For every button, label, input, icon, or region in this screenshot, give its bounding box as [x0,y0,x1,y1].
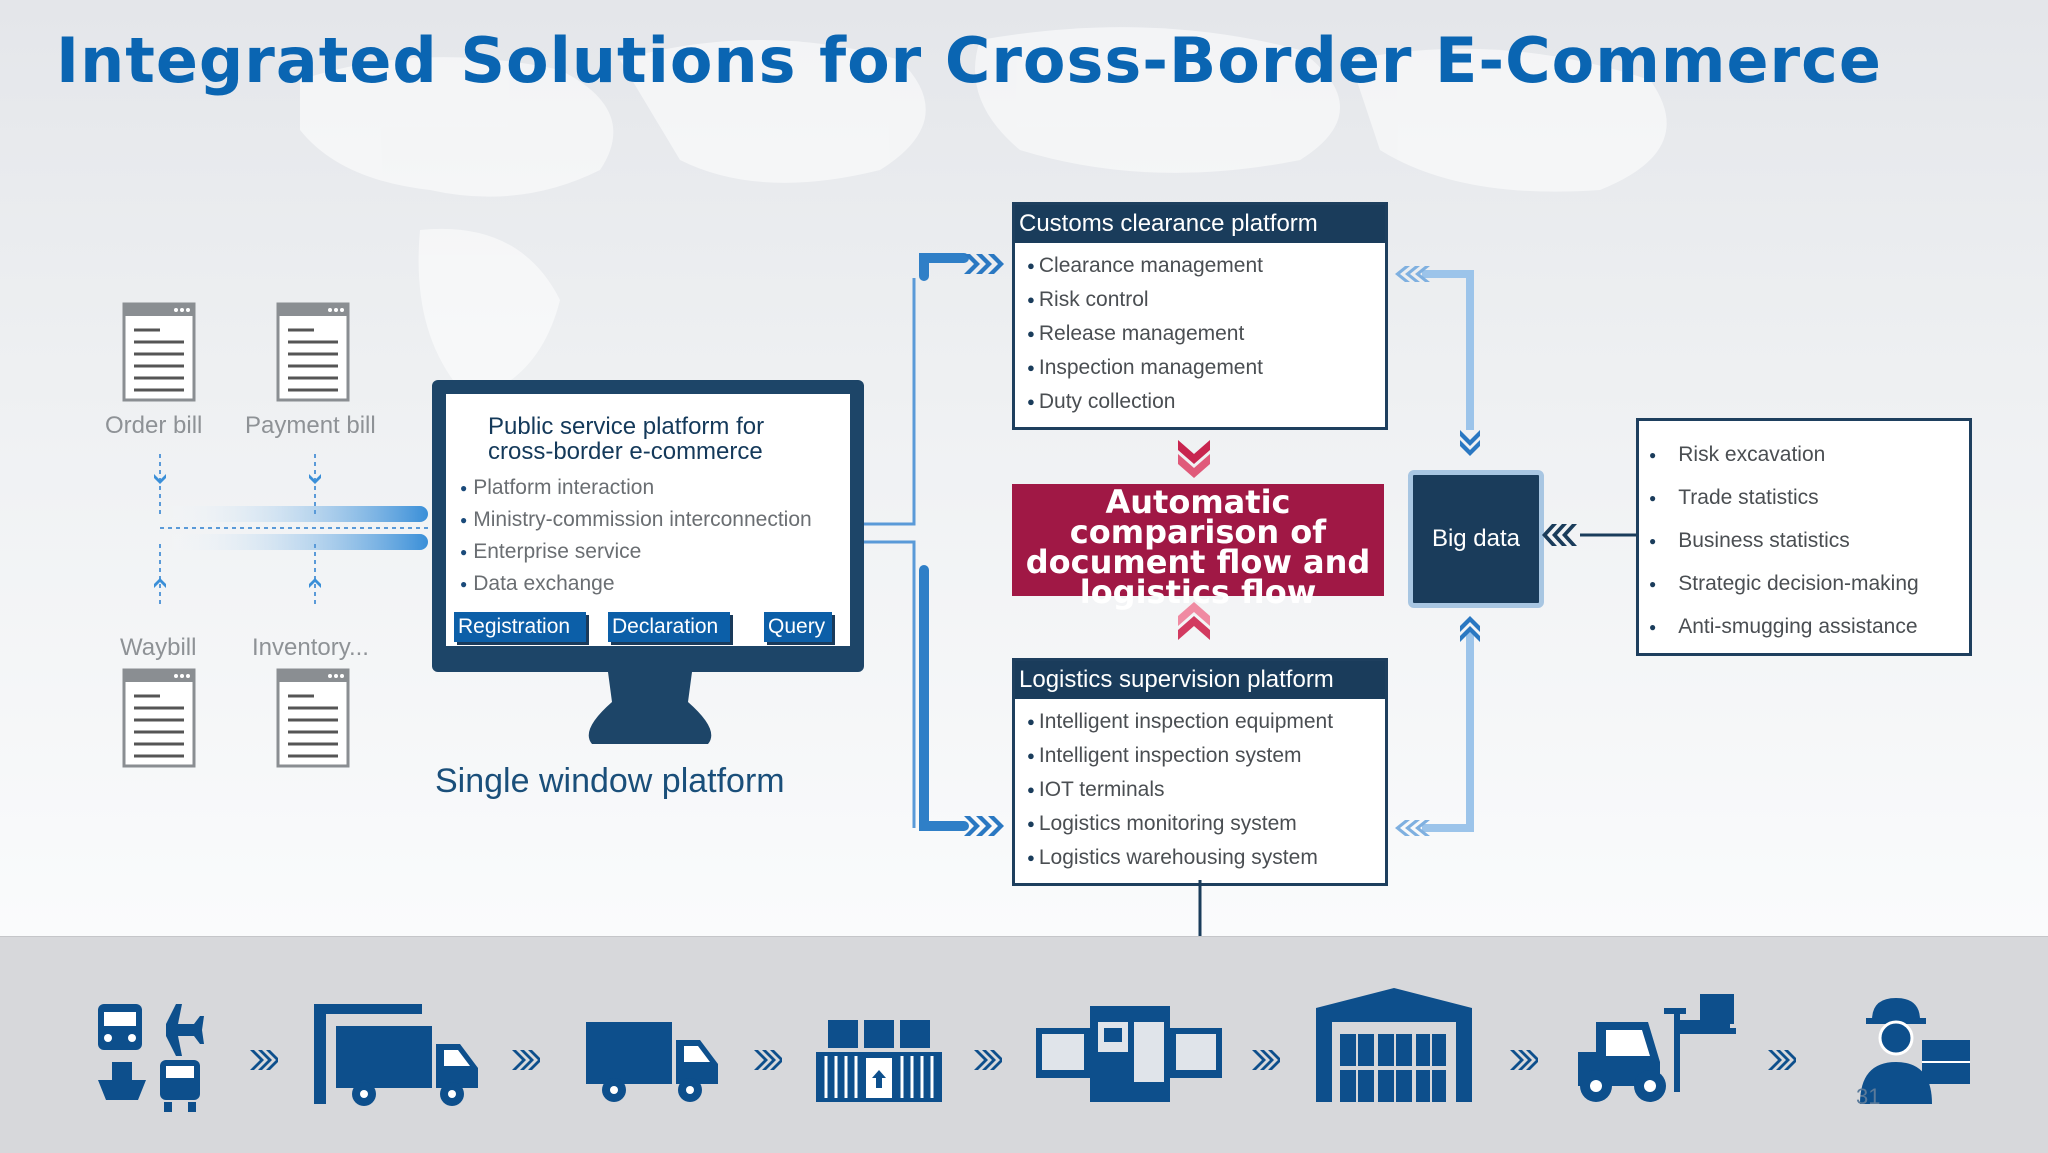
list-item: Logistics warehousing system [1027,841,1385,875]
automatic-comparison-box: Automatic comparison of document flow an… [1012,484,1384,608]
list-item: Intelligent inspection equipment [1027,705,1385,739]
waybill-label: Waybill [120,634,197,661]
document-flow-connector [154,454,428,608]
big-data-functions-box: Risk excavation Trade statistics Busines… [1636,418,1972,656]
list-item: IOT terminals [1027,773,1385,807]
list-item: Ministry-commission interconnection [460,504,811,536]
list-item: Intelligent inspection system [1027,739,1385,773]
monitor-screen: Public service platform for cross-border… [446,394,850,646]
single-window-platform-label: Single window platform [435,762,785,800]
logistics-workflow-strip [0,936,2048,1153]
customs-clearance-panel: Customs clearance platform Clearance man… [1012,202,1388,430]
logistics-supervision-panel: Logistics supervision platform Intellige… [1012,658,1388,886]
logistics-supervision-list: Intelligent inspection equipment Intelli… [1015,699,1385,875]
public-service-platform-title: Public service platform for cross-border… [488,413,765,465]
list-item: Anti-smugging assistance [1649,605,1969,648]
chevrons-right-icon [1510,1050,1538,1070]
container-icon [816,1020,942,1102]
chevrons-right-icon [754,1050,782,1070]
list-item: Business statistics [1649,519,1969,562]
order-bill-document-icon [122,302,196,402]
customs-clearance-list: Clearance management Risk control Releas… [1015,243,1385,419]
payment-bill-document-icon [276,302,350,402]
transport-modes-icon [98,1004,204,1112]
payment-bill-label: Payment bill [245,412,376,439]
big-data-functions-list: Risk excavation Trade statistics Busines… [1639,421,1969,648]
list-item: Inspection management [1027,351,1385,385]
logistics-supervision-header: Logistics supervision platform [1015,661,1385,699]
waybill-document-icon [122,668,196,768]
list-item: Risk excavation [1649,433,1969,476]
forklift-icon [1578,994,1736,1102]
worker-icon [1860,998,1970,1104]
page-title: Integrated Solutions for Cross-Border E-… [56,24,1882,97]
chevrons-right-icon [512,1050,540,1070]
public-service-platform-list: Platform interaction Ministry-commission… [460,472,812,600]
inventory-document-icon [276,668,350,768]
up-chevron-icon [1178,602,1210,640]
order-bill-label: Order bill [105,412,203,439]
monitor-stand [588,672,712,744]
truck-scanner-icon [314,1004,478,1106]
down-chevron-icon [1178,440,1210,478]
chevrons-right-icon [974,1050,1002,1070]
declaration-button[interactable]: Declaration [608,612,730,642]
single-window-monitor: Public service platform for cross-border… [432,380,864,672]
chevrons-right-icon [250,1050,278,1070]
list-item: Enterprise service [460,536,812,568]
truck-icon [586,1022,718,1102]
list-item: Release management [1027,317,1385,351]
list-item: Strategic decision-making [1649,562,1969,605]
inspection-machine-icon [1036,1006,1222,1102]
platform-connector [864,253,1004,836]
list-item: Clearance management [1027,249,1385,283]
registration-button[interactable]: Registration [454,612,586,642]
chevrons-right-icon [1252,1050,1280,1070]
list-item: Duty collection [1027,385,1385,419]
list-item: Risk control [1027,283,1385,317]
list-item: Platform interaction [460,472,812,504]
customs-clearance-header: Customs clearance platform [1015,205,1385,243]
page-number: 31 [1856,1084,1881,1109]
list-item: Logistics monitoring system [1027,807,1385,841]
chevrons-right-icon [1768,1050,1796,1070]
list-item: Trade statistics [1649,476,1969,519]
big-data-box: Big data [1408,470,1544,608]
big-data-feedback-connector [1395,266,1480,836]
warehouse-icon [1316,988,1472,1102]
inventory-label: Inventory... [252,634,369,661]
big-data-input-arrow [1542,524,1638,546]
query-button[interactable]: Query [764,612,832,642]
list-item: Data exchange [460,568,812,600]
